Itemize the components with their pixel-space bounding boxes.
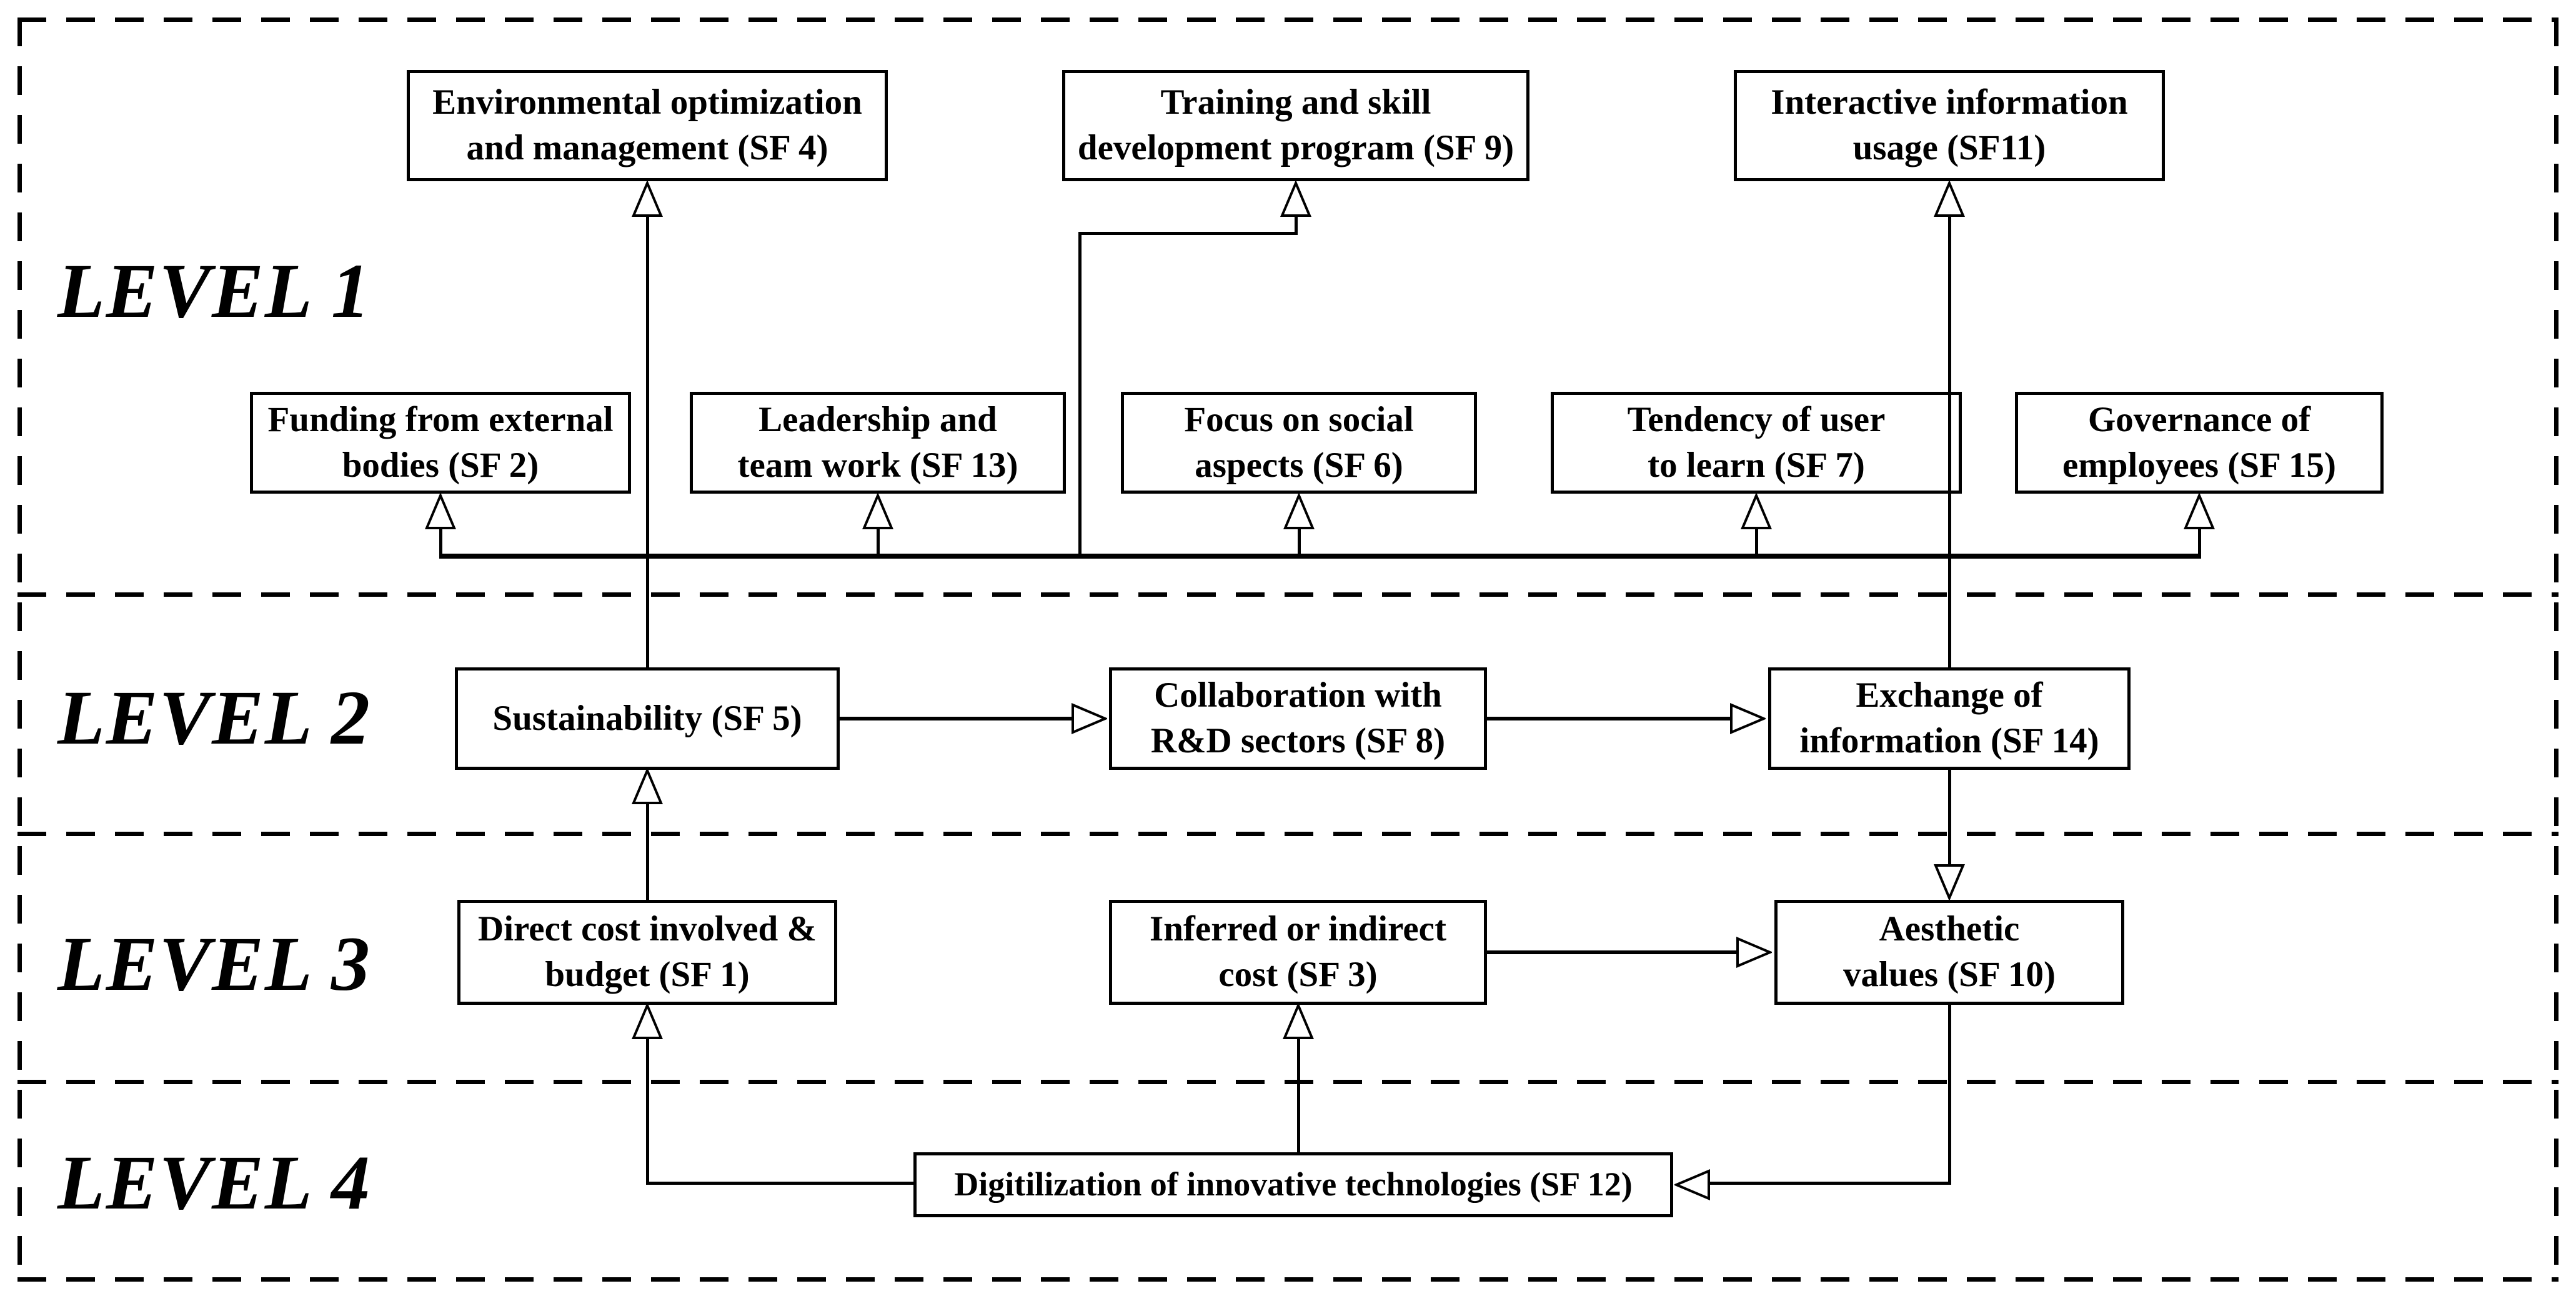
- arrowhead-down-icon-sf10: [1934, 864, 1965, 900]
- arrowhead-up-icon-sf7: [1741, 494, 1772, 529]
- arrowhead-up-icon-sf2: [425, 494, 456, 529]
- arrowhead-up-icon-sf5: [632, 769, 663, 804]
- factor-box-sf12: Digitilization of innovative technologie…: [913, 1152, 1673, 1217]
- connector-sf10-to-sf12-vertical: [1948, 1004, 1951, 1184]
- arrowhead-left-icon-sf12: [1674, 1169, 1710, 1200]
- arrowhead-up-icon-sf3: [1283, 1004, 1314, 1039]
- factor-box-sf3: Inferred or indirect cost (SF 3): [1109, 900, 1487, 1005]
- connector-sf5-to-sf4-vertical: [646, 216, 649, 669]
- level-1-label: LEVEL 1: [57, 248, 372, 334]
- bus-stub-sf2: [439, 527, 442, 556]
- factor-box-sf1: Direct cost involved & budget (SF 1): [457, 900, 837, 1005]
- separator-level2-level3: [17, 832, 2559, 836]
- arrowhead-up-icon-sf11: [1934, 181, 1965, 217]
- connector-sf8-to-sf14-horizontal: [1487, 717, 1731, 720]
- bus-to-sf9-horizontal: [1078, 232, 1298, 235]
- frame-border-left: [17, 17, 22, 1282]
- arrowhead-up-icon-sf9: [1280, 181, 1311, 217]
- arrowhead-up-icon-sf13: [862, 494, 893, 529]
- level-4-label: LEVEL 4: [57, 1140, 372, 1225]
- factor-box-sf10: Aesthetic values (SF 10): [1774, 900, 2124, 1005]
- bus-stub-sf7: [1755, 527, 1758, 556]
- frame-border-right: [2554, 17, 2559, 1282]
- connector-sf3-to-sf10-horizontal: [1487, 950, 1738, 954]
- connector-sf14-to-sf11-vertical: [1948, 216, 1951, 669]
- factor-box-sf4: Environmental optimization and managemen…: [407, 70, 888, 181]
- arrowhead-up-icon-sf4: [632, 181, 663, 217]
- connector-sf5-to-sf8-horizontal: [840, 717, 1072, 720]
- level-2-label: LEVEL 2: [57, 675, 372, 760]
- factor-box-sf13: Leadership and team work (SF 13): [690, 392, 1066, 494]
- frame-border-top: [17, 17, 2559, 22]
- arrowhead-right-icon-sf10: [1736, 937, 1772, 968]
- level-3-label: LEVEL 3: [57, 921, 372, 1007]
- factor-box-sf2: Funding from external bodies (SF 2): [250, 392, 631, 494]
- factor-box-sf5: Sustainability (SF 5): [455, 667, 840, 770]
- arrowhead-right-icon-sf14: [1730, 703, 1766, 734]
- connector-sf14-to-sf10-vertical: [1948, 769, 1951, 865]
- factor-box-sf11: Interactive information usage (SF11): [1734, 70, 2165, 181]
- bus-stub-sf6: [1298, 527, 1301, 556]
- bus-stub-sf15: [2198, 527, 2201, 556]
- factor-box-sf6: Focus on social aspects (SF 6): [1121, 392, 1477, 494]
- factor-box-sf8: Collaboration with R&D sectors (SF 8): [1109, 667, 1487, 770]
- factor-box-sf15: Governance of employees (SF 15): [2015, 392, 2384, 494]
- arrowhead-up-icon-sf15: [2184, 494, 2215, 529]
- connector-sf1-to-sf5-vertical: [646, 804, 649, 902]
- arrowhead-right-icon-sf8: [1072, 703, 1107, 734]
- arrowhead-up-icon-sf6: [1283, 494, 1315, 529]
- factor-box-sf14: Exchange of information (SF 14): [1768, 667, 2131, 770]
- bus-to-sf9-vertical: [1078, 232, 1082, 557]
- connector-sf12-to-sf3-vertical: [1297, 1039, 1300, 1154]
- arrowhead-up-icon-sf1: [632, 1004, 663, 1039]
- factor-box-sf7: Tendency of user to learn (SF 7): [1551, 392, 1962, 494]
- separator-level3-level4: [17, 1080, 2559, 1084]
- separator-level1-level2: [17, 592, 2559, 597]
- bus-to-sf9-stub: [1295, 216, 1298, 234]
- frame-border-bottom: [17, 1277, 2559, 1282]
- factor-box-sf9: Training and skill development program (…: [1062, 70, 1529, 181]
- connector-sf10-to-sf12-horizontal: [1708, 1182, 1951, 1185]
- connector-sf12-to-sf1-horizontal: [646, 1182, 917, 1185]
- bus-stub-sf13: [877, 527, 880, 556]
- connector-sf12-to-sf1-vertical: [646, 1039, 649, 1185]
- level2-bus-line: [439, 554, 2201, 559]
